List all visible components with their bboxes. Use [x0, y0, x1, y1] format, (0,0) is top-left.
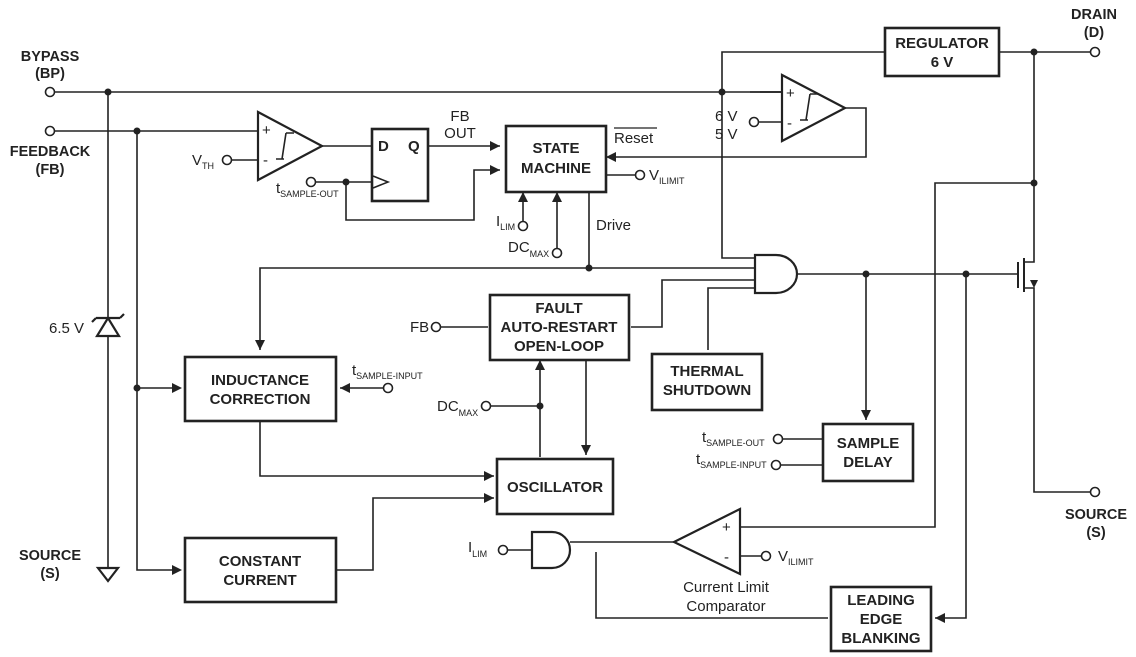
inductance-correction-block: INDUCTANCE CORRECTION — [183, 355, 338, 423]
vilimit-label-top: VILIMIT — [649, 167, 685, 186]
vilimit-label-bottom: VILIMIT — [778, 548, 814, 567]
t-sample-out-label: tSAMPLE-OUT — [276, 180, 339, 199]
svg-text:LEADING: LEADING — [847, 592, 915, 609]
six-v-label: 6 V — [715, 108, 738, 125]
bypass-pin-abbr: (BP) — [35, 66, 65, 82]
fault-auto-restart-block: FAULT AUTO-RESTART OPEN-LOOP — [488, 293, 631, 362]
feedback-pin-label: FEEDBACK — [10, 144, 91, 160]
source-right-pin-label: SOURCE — [1065, 507, 1127, 523]
svg-text:MACHINE: MACHINE — [521, 160, 591, 177]
pin-circles — [44, 46, 1101, 562]
svg-text:+: + — [722, 519, 731, 536]
fb-out-label-2: OUT — [444, 125, 476, 142]
zener-voltage-label: 6.5 V — [49, 320, 84, 337]
svg-text:AUTO-RESTART: AUTO-RESTART — [501, 319, 618, 336]
drain-pin-abbr: (D) — [1084, 25, 1104, 41]
leading-edge-blanking-block: LEADING EDGE BLANKING — [829, 585, 933, 653]
five-v-label: 5 V — [715, 126, 738, 143]
fb-out-label-1: FB — [450, 108, 469, 125]
arrowheads — [172, 141, 1038, 623]
ff-d-label: D — [378, 138, 389, 155]
vth-label: VTH — [192, 152, 214, 171]
dcmax-label-mid: DCMAX — [437, 398, 478, 418]
svg-text:OSCILLATOR: OSCILLATOR — [507, 479, 603, 496]
svg-text:6 V: 6 V — [931, 54, 954, 71]
dcmax-label-top: DCMAX — [508, 239, 549, 259]
zener-diode-icon — [91, 313, 125, 338]
reset-label: Reset — [614, 130, 654, 147]
svg-text:EDGE: EDGE — [860, 611, 903, 628]
oscillator-block: OSCILLATOR — [495, 457, 615, 516]
svg-text:FAULT: FAULT — [535, 300, 582, 317]
comparator-label-2: Comparator — [686, 598, 765, 615]
ilim-label-bottom: ILIM — [468, 539, 487, 559]
source-left-pin-abbr: (S) — [40, 566, 60, 582]
comparator-label-1: Current Limit — [683, 579, 770, 596]
svg-text:-: - — [263, 152, 268, 169]
svg-text:CURRENT: CURRENT — [223, 572, 296, 589]
drain-pin-label: DRAIN — [1071, 7, 1117, 23]
bypass-pin-label: BYPASS — [21, 49, 80, 65]
svg-text:+: + — [786, 85, 795, 102]
and-gate-icon — [753, 253, 799, 295]
svg-text:-: - — [787, 115, 792, 132]
svg-text:DELAY: DELAY — [843, 454, 892, 471]
svg-text:STATE: STATE — [533, 140, 580, 157]
svg-text:+: + — [262, 122, 271, 139]
svg-text:INDUCTANCE: INDUCTANCE — [211, 372, 309, 389]
t-sample-input-label-right: tSAMPLE-INPUT — [696, 451, 767, 470]
svg-text:CORRECTION: CORRECTION — [210, 391, 311, 408]
svg-text:SAMPLE: SAMPLE — [837, 435, 900, 452]
svg-text:REGULATOR: REGULATOR — [895, 35, 989, 52]
regulator-block: REGULATOR 6 V — [883, 26, 1001, 78]
t-sample-out-label-right: tSAMPLE-OUT — [702, 429, 765, 448]
bypass-comparator-icon: + - — [780, 73, 848, 143]
thermal-shutdown-block: THERMAL SHUTDOWN — [650, 352, 764, 412]
ilim-label-top: ILIM — [496, 213, 515, 232]
wires — [55, 51, 1090, 619]
ground-icon — [95, 566, 121, 583]
svg-text:BLANKING: BLANKING — [841, 630, 920, 647]
drive-label: Drive — [596, 217, 631, 234]
current-limit-and-gate-icon — [530, 530, 572, 570]
source-right-pin-abbr: (S) — [1086, 525, 1106, 541]
signal-labels: 6.5 V VTH tSAMPLE-OUT FB OUT Reset 6 V 5… — [49, 108, 814, 615]
t-sample-input-label-left: tSAMPLE-INPUT — [352, 362, 423, 381]
ff-q-label: Q — [408, 138, 420, 155]
svg-text:CONSTANT: CONSTANT — [219, 553, 301, 570]
svg-text:THERMAL: THERMAL — [670, 363, 743, 380]
d-flip-flop: D Q — [370, 127, 430, 203]
state-machine-block: STATE MACHINE — [504, 124, 608, 194]
fb-in-label: FB — [410, 319, 429, 336]
constant-current-block: CONSTANT CURRENT — [183, 536, 338, 604]
svg-text:OPEN-LOOP: OPEN-LOOP — [514, 338, 604, 355]
sample-delay-block: SAMPLE DELAY — [821, 422, 915, 483]
feedback-comparator-icon: + - — [256, 110, 325, 182]
svg-text:-: - — [724, 549, 729, 566]
feedback-pin-abbr: (FB) — [36, 162, 65, 178]
current-limit-comparator-icon: + - — [671, 507, 742, 576]
source-left-pin-label: SOURCE — [19, 548, 81, 564]
svg-text:SHUTDOWN: SHUTDOWN — [663, 382, 751, 399]
power-mosfet-icon — [1017, 258, 1025, 292]
pin-labels: BYPASS (BP) FEEDBACK (FB) SOURCE (S) DRA… — [10, 7, 1128, 582]
junction-dots — [104, 48, 1038, 410]
